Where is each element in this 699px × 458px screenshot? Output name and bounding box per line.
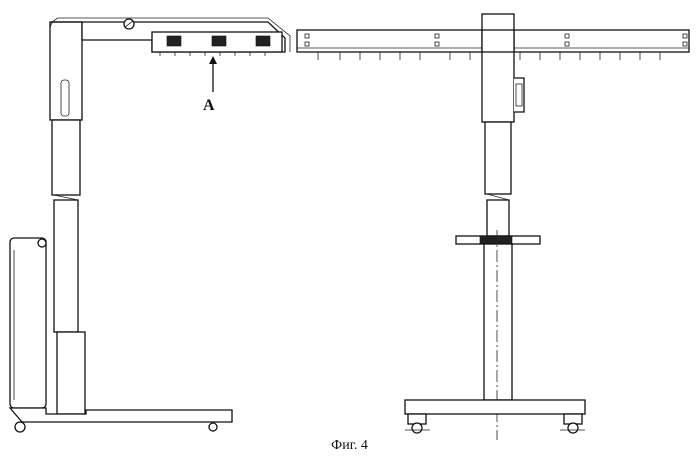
upper-column bbox=[50, 22, 82, 120]
view-marker-label: A bbox=[203, 97, 215, 115]
side-handle bbox=[514, 78, 524, 112]
telescopic-section bbox=[487, 200, 509, 236]
telescopic-section bbox=[54, 200, 78, 332]
caster-wheel bbox=[568, 423, 578, 433]
caster-wheel bbox=[209, 423, 217, 431]
telescopic-section bbox=[485, 122, 511, 194]
lamp-module bbox=[212, 36, 226, 46]
control-cabinet bbox=[10, 238, 46, 408]
figure-caption: Фиг. 4 bbox=[0, 438, 699, 454]
lamp-module bbox=[256, 36, 270, 46]
base-plate bbox=[10, 408, 232, 422]
lamp-module bbox=[167, 36, 181, 46]
caster-wheel bbox=[15, 422, 25, 432]
front-view bbox=[297, 14, 689, 440]
side-view bbox=[10, 18, 290, 432]
front-base bbox=[405, 400, 585, 414]
base-column bbox=[484, 244, 512, 400]
telescopic-section bbox=[52, 120, 80, 195]
caster-wheel bbox=[412, 423, 422, 433]
base-column bbox=[57, 332, 85, 414]
